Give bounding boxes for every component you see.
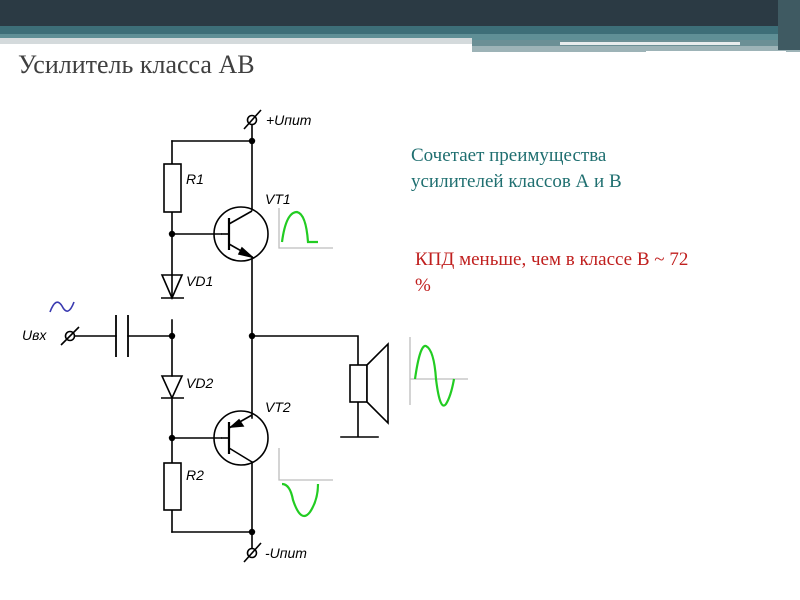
note-advantages-line-2: усилителей классов А и В [411, 171, 622, 192]
note-efficiency: КПД меньше, чем в классе В ~ 72 % [415, 247, 785, 299]
transistor-vt2 [213, 410, 269, 466]
capacitor [115, 315, 129, 357]
label-r2: R2 [186, 467, 204, 483]
header-bands [0, 0, 800, 54]
label-vt1: VT1 [265, 191, 291, 207]
diode-vd1 [160, 274, 184, 301]
wire-output [251, 335, 379, 438]
junction-dot [168, 434, 176, 442]
note-advantages-line-1: Сочетает преимущества [411, 145, 607, 166]
label-vd2: VD2 [186, 375, 213, 391]
junction-dot [248, 332, 256, 340]
resistor-r1 [163, 163, 182, 213]
vt2-waveform-icon [278, 448, 333, 518]
label-r1: R1 [186, 171, 204, 187]
vt1-waveform-icon [278, 208, 333, 249]
junction-dot [168, 230, 176, 238]
speaker-icon [349, 342, 389, 425]
label-supply-positive: +Uпит [266, 112, 312, 128]
label-vt2: VT2 [265, 399, 291, 415]
input-waveform-icon [49, 301, 75, 313]
output-waveform-icon [409, 337, 468, 407]
label-input: Uвх [22, 327, 47, 343]
diode-vd2 [160, 375, 184, 400]
note-efficiency-line-1: КПД меньше, чем в классе В ~ 72 [415, 249, 689, 270]
transistor-vt1 [213, 206, 269, 262]
note-advantages: Сочетает преимущества усилителей классов… [411, 143, 731, 195]
junction-dot [248, 528, 256, 536]
junction-dot [248, 137, 256, 145]
junction-dot [168, 332, 176, 340]
slide-title: Усилитель класса АВ [18, 50, 255, 79]
label-vd1: VD1 [186, 273, 213, 289]
resistor-r2 [163, 462, 182, 511]
label-supply-negative: -Uпит [265, 545, 307, 561]
note-efficiency-line-2: % [415, 275, 431, 296]
